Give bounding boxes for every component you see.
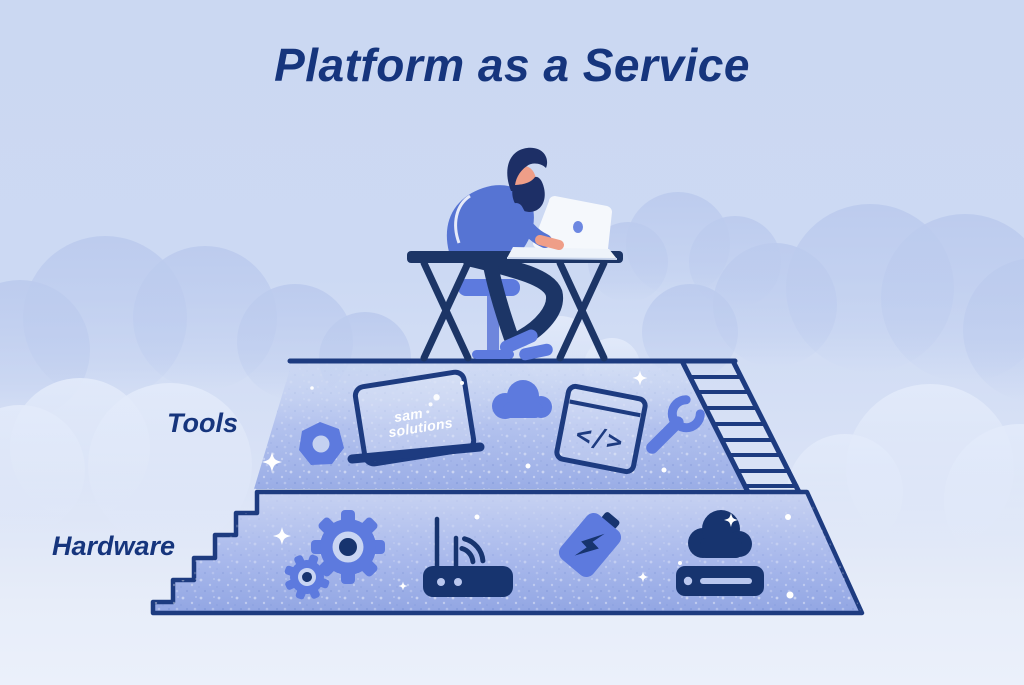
- man-beard: [512, 176, 545, 212]
- gear-icon-small: [284, 554, 330, 600]
- desk: [420, 259, 608, 362]
- page-title: Platform as a Service: [274, 39, 750, 91]
- ladder-icon: [679, 358, 802, 495]
- foreground-light-clouds: [0, 316, 1024, 576]
- cloud-storage-icon: [676, 510, 764, 596]
- code-window-icon: </>: [554, 383, 648, 475]
- tools-layer-label: Tools: [167, 408, 238, 438]
- man-leg-back: [481, 250, 519, 345]
- sam-solutions-laptop-icon: sam solutions: [347, 369, 485, 467]
- wifi-router-icon: [423, 516, 513, 597]
- man-hand: [535, 235, 564, 250]
- cloud-icon: [492, 380, 552, 419]
- tools-layer: sam solutions </>: [254, 358, 802, 495]
- man-hair: [507, 147, 548, 191]
- hardware-layer-label: Hardware: [52, 531, 176, 561]
- gear-icon-large: [311, 510, 385, 584]
- shoes: [499, 329, 553, 361]
- background-clouds: [0, 192, 1024, 420]
- shirt-highlight: [454, 194, 471, 244]
- hardware-layer: [150, 489, 865, 616]
- wrench-icon: [646, 395, 705, 454]
- sparkles: [262, 370, 794, 599]
- man-working-at-desk: [407, 147, 623, 362]
- laptop-logo-line1: sam: [393, 405, 424, 425]
- man-torso: [446, 185, 534, 253]
- hex-nut-icon: [299, 422, 344, 465]
- man-leg-front: [461, 249, 563, 347]
- battery-icon: [558, 512, 622, 578]
